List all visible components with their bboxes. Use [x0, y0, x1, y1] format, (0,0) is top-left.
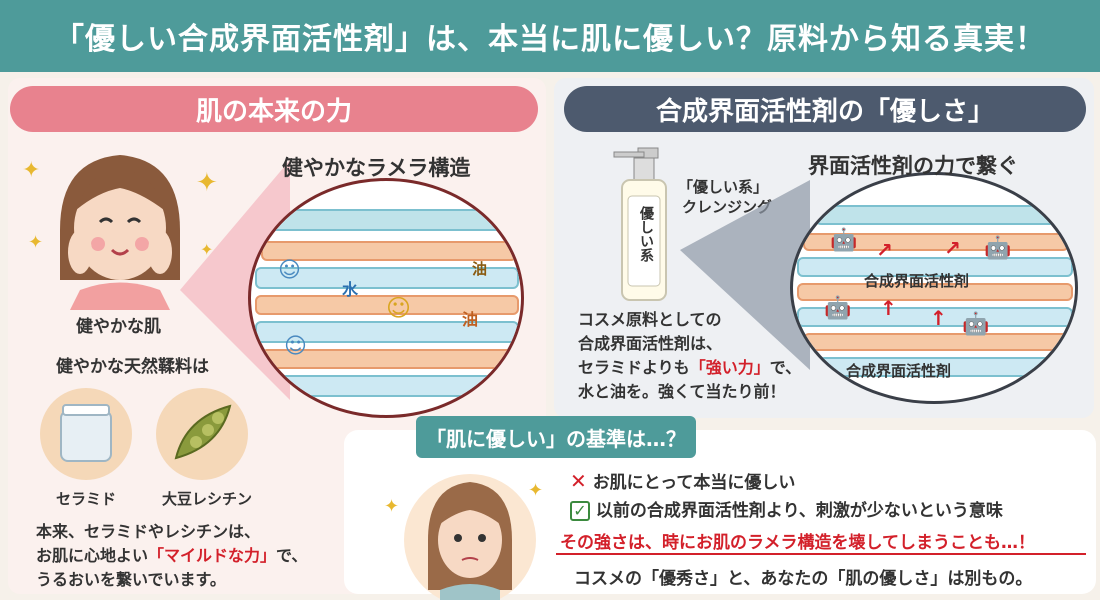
lecithin-label: 大豆レシチン: [162, 490, 253, 508]
oil-droplet-icon: ☺: [386, 294, 412, 322]
lamella-layer: [797, 257, 1073, 277]
connect-title: 界面活性剤の力で繋ぐ: [808, 154, 1018, 178]
warning-underline: [556, 553, 1086, 555]
criteria-item-true: ✓ 以前の合成界面活性剤より、刺激が少ないという意味: [570, 496, 1003, 521]
surfactant-label: 合成界面活性剤: [846, 362, 952, 380]
arrow-icon: ↗: [876, 238, 893, 262]
zoom-funnel: [680, 180, 810, 370]
lamella-layer: [797, 283, 1073, 301]
cross-icon: ✕: [570, 469, 587, 493]
surfactant-label: 合成界面活性剤: [864, 272, 970, 290]
bottle-caption-1: 「優しい系」: [678, 178, 769, 196]
sparkle-icon: ✦: [200, 240, 214, 259]
lamella-layer: [255, 295, 519, 315]
title-bar: 「優しい合成界面活性剤」は、本当に肌に優しい？原料から知る真実！: [0, 0, 1100, 72]
lecithin-circle: [156, 388, 248, 480]
lamella-layer: [797, 307, 1073, 327]
sparkle-icon: ✦: [22, 158, 41, 183]
lamella-layer: [261, 241, 517, 261]
robot-icon: 🤖: [824, 296, 852, 321]
lamella-layer: [815, 357, 1061, 377]
warning-text: その強さは、時にお肌のラメラ構造を壊してしまうことも…！: [560, 533, 1035, 553]
arrow-icon: ↗: [944, 236, 961, 260]
left-desc-line2: お肌に心地よい「マイルドな力」で、: [36, 546, 308, 565]
lamella-layer: [255, 267, 519, 289]
lamella-layer: [815, 205, 1061, 225]
soybean-icon: [174, 404, 232, 460]
sparkle-icon: ✦: [528, 480, 544, 501]
water-droplet-icon: ☺: [284, 334, 307, 359]
robot-icon: 🤖: [830, 228, 858, 253]
lamella-title: 健やかなラメラ構造: [282, 156, 471, 180]
right-desc-line3: セラミドよりも「強い力」で、: [578, 358, 802, 377]
criteria-item-false: ✕ お肌にとって本当に優しい: [570, 469, 796, 493]
cleansing-bottle-illustration: [613, 147, 667, 301]
water-label: 水: [342, 280, 359, 299]
right-header: 合成界面活性剤の「優しさ」: [564, 86, 1086, 132]
lamella-layer: [803, 333, 1069, 351]
robot-icon: 🤖: [962, 312, 990, 337]
lamella-layer: [269, 209, 513, 231]
lamella-layer: [255, 321, 519, 343]
robot-icon: 🤖: [984, 236, 1012, 261]
oil-label: 油: [462, 310, 479, 329]
page-title: 「優しい合成界面活性剤」は、本当に肌に優しい？原料から知る真実！: [54, 22, 1046, 57]
right-desc-line2: 合成界面活性剤は、: [578, 334, 723, 353]
lamella-circle: [248, 178, 524, 418]
left-desc-line3: うるおいを繋いでいます。: [36, 570, 226, 589]
check-icon: ✓: [570, 501, 590, 521]
lamella-layer: [803, 233, 1069, 251]
happy-woman-illustration: [60, 155, 180, 310]
criteria-ribbon: 「肌に優しい」の基準は…？: [416, 416, 696, 458]
ceramide-label: セラミド: [56, 490, 117, 508]
ceramide-jar-icon: [60, 410, 112, 462]
sparkle-icon: ✦: [384, 496, 400, 517]
natural-title: 健やかな天然鞣料は: [56, 357, 209, 377]
conclusion-text: コスメの「優秀さ」と、あなたの「肌の優しさ」は別もの。: [574, 569, 1033, 589]
arrow-icon: ↑: [930, 306, 947, 330]
bottle-caption-2: クレンジング: [682, 198, 773, 216]
bottle-label: 優しい系: [638, 206, 654, 262]
ceramide-circle: [40, 388, 132, 480]
lamella-layer: [271, 375, 511, 397]
right-desc-line1: コスメ原料としての: [578, 310, 722, 329]
lamella-layer: [261, 349, 517, 369]
left-desc-line1: 本来、セラミドやレシチンは、: [36, 522, 261, 541]
oil-label: 油: [472, 260, 488, 278]
sparkle-icon: ✦: [196, 168, 218, 198]
surfactant-circle: [790, 172, 1078, 404]
arrow-icon: ↑: [880, 296, 897, 320]
water-droplet-icon: ☺: [278, 258, 301, 283]
thinking-woman-illustration: [404, 474, 536, 600]
left-header: 肌の本来の力: [10, 86, 538, 132]
right-desc-line4: 水と油を。強くて当たり前！: [578, 382, 786, 401]
sparkle-icon: ✦: [28, 232, 44, 253]
skin-label: 健やかな肌: [76, 317, 161, 337]
